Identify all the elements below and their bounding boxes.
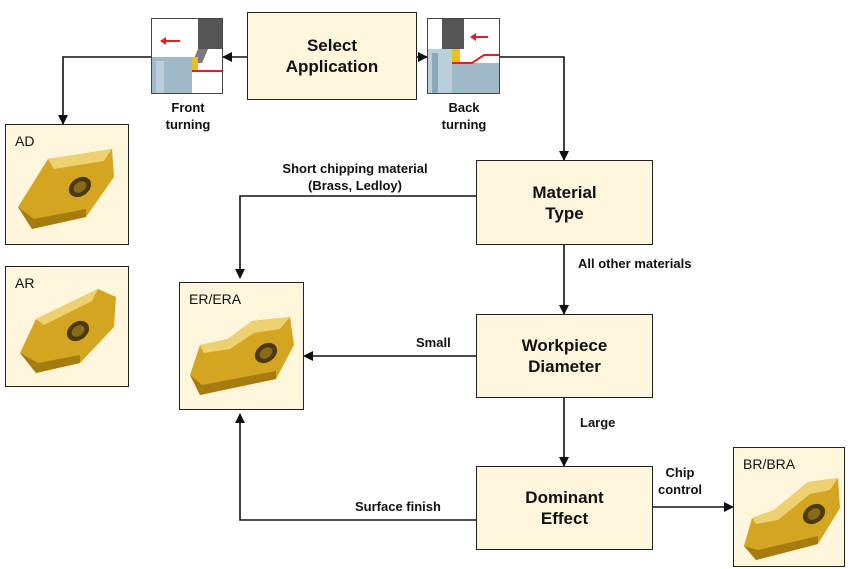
insert-er-era-image	[190, 317, 294, 395]
chip-control-label: Chip control	[657, 465, 703, 497]
back-turning-label: Back turning	[441, 100, 487, 132]
front-turning-label: Front turning	[165, 100, 211, 132]
material-type-label: Material Type	[532, 182, 597, 223]
insert-ar-box: AR	[5, 266, 129, 387]
insert-br-bra-box: BR/BRA	[733, 447, 845, 567]
all-other-materials-label: All other materials	[578, 256, 692, 271]
edge-front-to-ad	[58, 56, 151, 125]
insert-br-bra-label: BR/BRA	[743, 456, 796, 472]
insert-br-bra-image	[744, 478, 840, 560]
dominant-effect-label: Dominant Effect	[525, 488, 604, 528]
insert-ad-image	[18, 149, 114, 229]
insert-ar-image	[20, 289, 116, 373]
insert-ad-label: AD	[15, 133, 35, 149]
edge-dominant-to-er	[235, 413, 476, 521]
insert-ad-box: AD	[5, 124, 129, 245]
workpiece-diameter-box: Workpiece Diameter	[476, 314, 653, 398]
small-label: Small	[416, 335, 451, 350]
edge-material-to-er	[235, 195, 476, 279]
large-label: Large	[580, 415, 616, 430]
edge-back-to-material	[500, 56, 569, 161]
insert-ar-label: AR	[15, 275, 35, 291]
insert-er-era-box: ER/ERA	[179, 282, 304, 410]
workpiece-diameter-label: Workpiece Diameter	[521, 336, 608, 376]
insert-er-era-label: ER/ERA	[189, 291, 242, 307]
surface-finish-label: Surface finish	[355, 499, 441, 514]
select-application-label: Select Application	[285, 36, 379, 76]
back-turning-icon	[427, 18, 500, 94]
dominant-effect-box: Dominant Effect	[476, 466, 653, 550]
short-chipping-label: Short chipping material (Brass, Ledloy)	[282, 161, 428, 193]
select-application-box: Select Application	[247, 12, 417, 100]
material-type-box: Material Type	[476, 160, 653, 245]
front-turning-icon	[151, 18, 223, 94]
